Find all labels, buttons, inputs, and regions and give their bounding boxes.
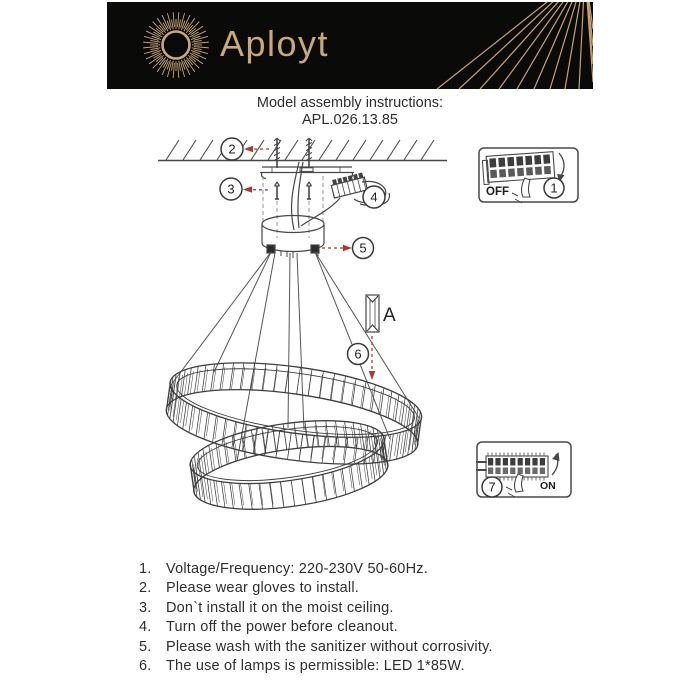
callout-2: 2 <box>220 137 244 161</box>
item-text: The use of lamps is permissible: LED 1*8… <box>166 658 465 675</box>
callout-4: 4 <box>362 185 386 209</box>
wires <box>476 461 487 471</box>
list-item: 1. Voltage/Frequency: 220-230V 50-60Hz. <box>139 560 599 579</box>
model-number: APL.026.13.85 <box>302 112 398 128</box>
item-text: Voltage/Frequency: 220-230V 50-60Hz. <box>166 561 428 577</box>
cable-gripper-left <box>266 244 276 254</box>
pointing-hand-icon <box>520 177 531 198</box>
callout-6: 6 <box>346 342 370 366</box>
svg-text:4: 4 <box>370 190 377 205</box>
callout-markers: 2 3 4 5 6 1 7 <box>219 137 565 498</box>
ceiling-anchors <box>273 137 313 168</box>
list-item: 6. The use of lamps is permissible: LED … <box>139 657 599 676</box>
ceiling-canopy <box>261 214 325 258</box>
list-item: 2. Please wear gloves to install. <box>139 579 599 598</box>
item-number: 5. <box>139 638 152 655</box>
crystal-detail-a <box>365 294 380 333</box>
corner-rays-decoration <box>436 2 593 89</box>
power-cord <box>290 161 304 231</box>
item-number: 2. <box>139 580 152 597</box>
inset-power-off <box>478 147 579 204</box>
crystal-ring-large <box>165 362 423 465</box>
callout-1: 1 <box>543 177 565 199</box>
brand-logo-text: Aployt <box>220 23 330 64</box>
callout-7: 7 <box>481 476 503 498</box>
brand-banner: Aployt <box>107 2 593 89</box>
item-text: Please wash with the sanitizer without c… <box>166 638 493 655</box>
callout-arrows <box>243 145 376 380</box>
svg-text:3: 3 <box>227 182 234 197</box>
crystal-ring-small <box>189 420 389 510</box>
list-item: 3. Don`t install it on the moist ceiling… <box>139 599 599 618</box>
svg-text:7: 7 <box>488 480 495 495</box>
callout-3: 3 <box>219 177 243 201</box>
list-item: 4. Turn off the power before cleanout. <box>139 618 599 637</box>
cable-gripper-right <box>310 244 320 254</box>
banner-art <box>143 2 593 89</box>
svg-text:6: 6 <box>354 347 361 362</box>
instruction-list: 1. Voltage/Frequency: 220-230V 50-60Hz. … <box>139 560 599 676</box>
item-text: Please wear gloves to install. <box>166 580 359 597</box>
page-title: Model assembly instructions: <box>256 95 444 111</box>
item-number: 1. <box>139 561 152 577</box>
projection-lines <box>262 176 324 238</box>
item-number: 6. <box>139 658 152 675</box>
svg-text:1: 1 <box>550 181 557 196</box>
svg-text:2: 2 <box>228 142 235 157</box>
list-item: 5. Please wash with the sanitizer withou… <box>139 638 599 657</box>
sunburst-icon <box>143 12 209 78</box>
mounting-bracket <box>260 166 354 180</box>
pointing-hand-icon <box>513 473 524 493</box>
on-label: ON <box>540 480 556 492</box>
callout-5: 5 <box>351 236 375 260</box>
header: Model assembly instructions: APL.026.13.… <box>0 95 700 129</box>
ceiling-hatching <box>158 139 447 162</box>
item-number: 3. <box>139 599 152 616</box>
detail-a-label: A <box>383 305 396 326</box>
svg-text:5: 5 <box>359 241 366 256</box>
item-text: Don`t install it on the moist ceiling. <box>166 599 394 616</box>
sunburst-ring <box>161 30 191 60</box>
item-number: 4. <box>139 619 152 636</box>
item-text: Turn off the power before cleanout. <box>166 619 398 636</box>
off-label: OFF <box>486 186 509 198</box>
bracket-screws <box>273 181 313 200</box>
rotate-arrow-down <box>558 152 565 177</box>
inset-power-on <box>476 441 572 498</box>
